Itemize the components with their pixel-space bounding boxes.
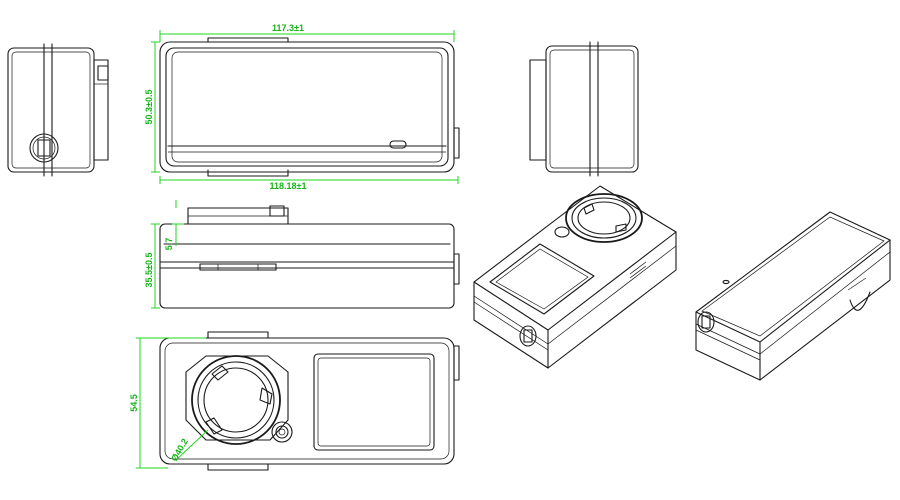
dimension-bottom-height: 54.5 xyxy=(129,394,139,412)
socket-detail xyxy=(185,355,293,445)
side-view xyxy=(159,205,460,309)
bottom-view xyxy=(159,331,460,471)
bottom-dimensions: 54.5 Ø40.2 xyxy=(129,337,209,469)
dimension-front-width-bottom: 118.18±1 xyxy=(270,181,307,191)
side-dimensions: 5.7 35.5±0.5 xyxy=(144,200,184,309)
right-end-view xyxy=(529,41,639,177)
dimension-front-width-top: 117.3±1 xyxy=(272,23,304,33)
isometric-view-top xyxy=(695,211,891,381)
dimension-front-height: 50.3±0.5 xyxy=(144,90,154,125)
left-end-view xyxy=(7,43,109,177)
front-view xyxy=(159,37,460,177)
dimension-side-height: 35.5±0.5 xyxy=(144,253,154,288)
front-dimensions: 117.3±1 118.18±1 50.3±0.5 xyxy=(144,23,459,191)
isometric-view-socket xyxy=(473,185,677,369)
dimension-side-offset: 5.7 xyxy=(164,238,174,251)
